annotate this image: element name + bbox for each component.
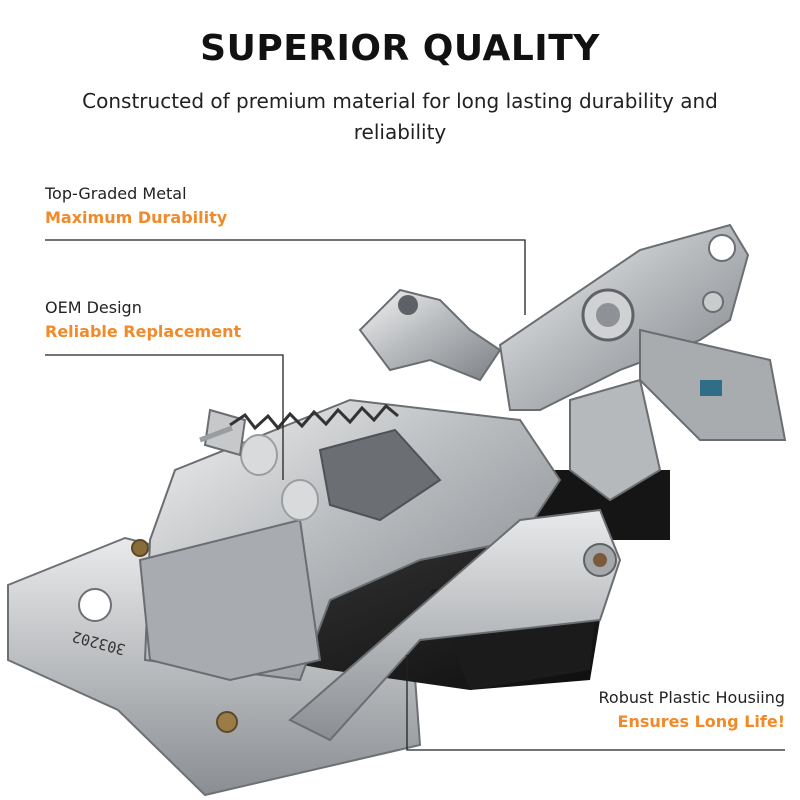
callout-label: Robust Plastic Housiing [598,688,786,707]
upper-lever [358,223,787,502]
callout-value: Maximum Durability [45,208,228,227]
callout-value: Ensures Long Life! [617,712,785,731]
callout-label: Top-Graded Metal [45,184,187,203]
callout-plastic-housing: Robust Plastic Housiing Ensures Long Lif… [599,686,786,734]
callout-oem-design: OEM Design Reliable Replacement [45,296,241,344]
latch-body [138,398,562,682]
callout-label: OEM Design [45,298,142,317]
lower-lever [288,508,622,742]
leader-lines [45,239,785,751]
callout-top-graded-metal: Top-Graded Metal Maximum Durability [45,182,227,230]
subtitle: Constructed of premium material for long… [82,89,718,144]
spring [199,403,399,443]
callout-value: Reliable Replacement [45,322,242,341]
headline: SUPERIOR QUALITY [200,28,600,69]
